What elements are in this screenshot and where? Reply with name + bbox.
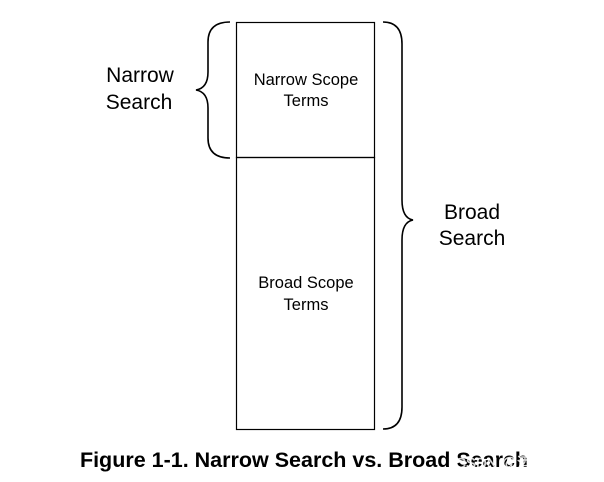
figure-caption: Figure 1-1. Narrow Search vs. Broad Sear…	[80, 448, 528, 472]
broad-search-brace	[382, 21, 414, 430]
broad-scope-label-line1: Broad Scope	[258, 274, 353, 292]
narrow-scope-label-line2: Terms	[284, 92, 329, 110]
broad-search-label-line1: Broad	[444, 201, 500, 224]
narrow-search-label-line2: Search	[106, 91, 173, 114]
narrow-scope-box	[235, 21, 376, 159]
narrow-search-brace	[195, 21, 231, 159]
broad-scope-label-line2: Terms	[284, 296, 329, 314]
broad-search-label-line2: Search	[439, 227, 506, 250]
broad-scope-box	[235, 156, 376, 431]
narrow-search-label-line1: Narrow	[106, 64, 175, 87]
watermark: CSDN @酒酿荷元宵	[455, 455, 592, 472]
narrow-scope-label-line1: Narrow Scope	[254, 71, 359, 89]
